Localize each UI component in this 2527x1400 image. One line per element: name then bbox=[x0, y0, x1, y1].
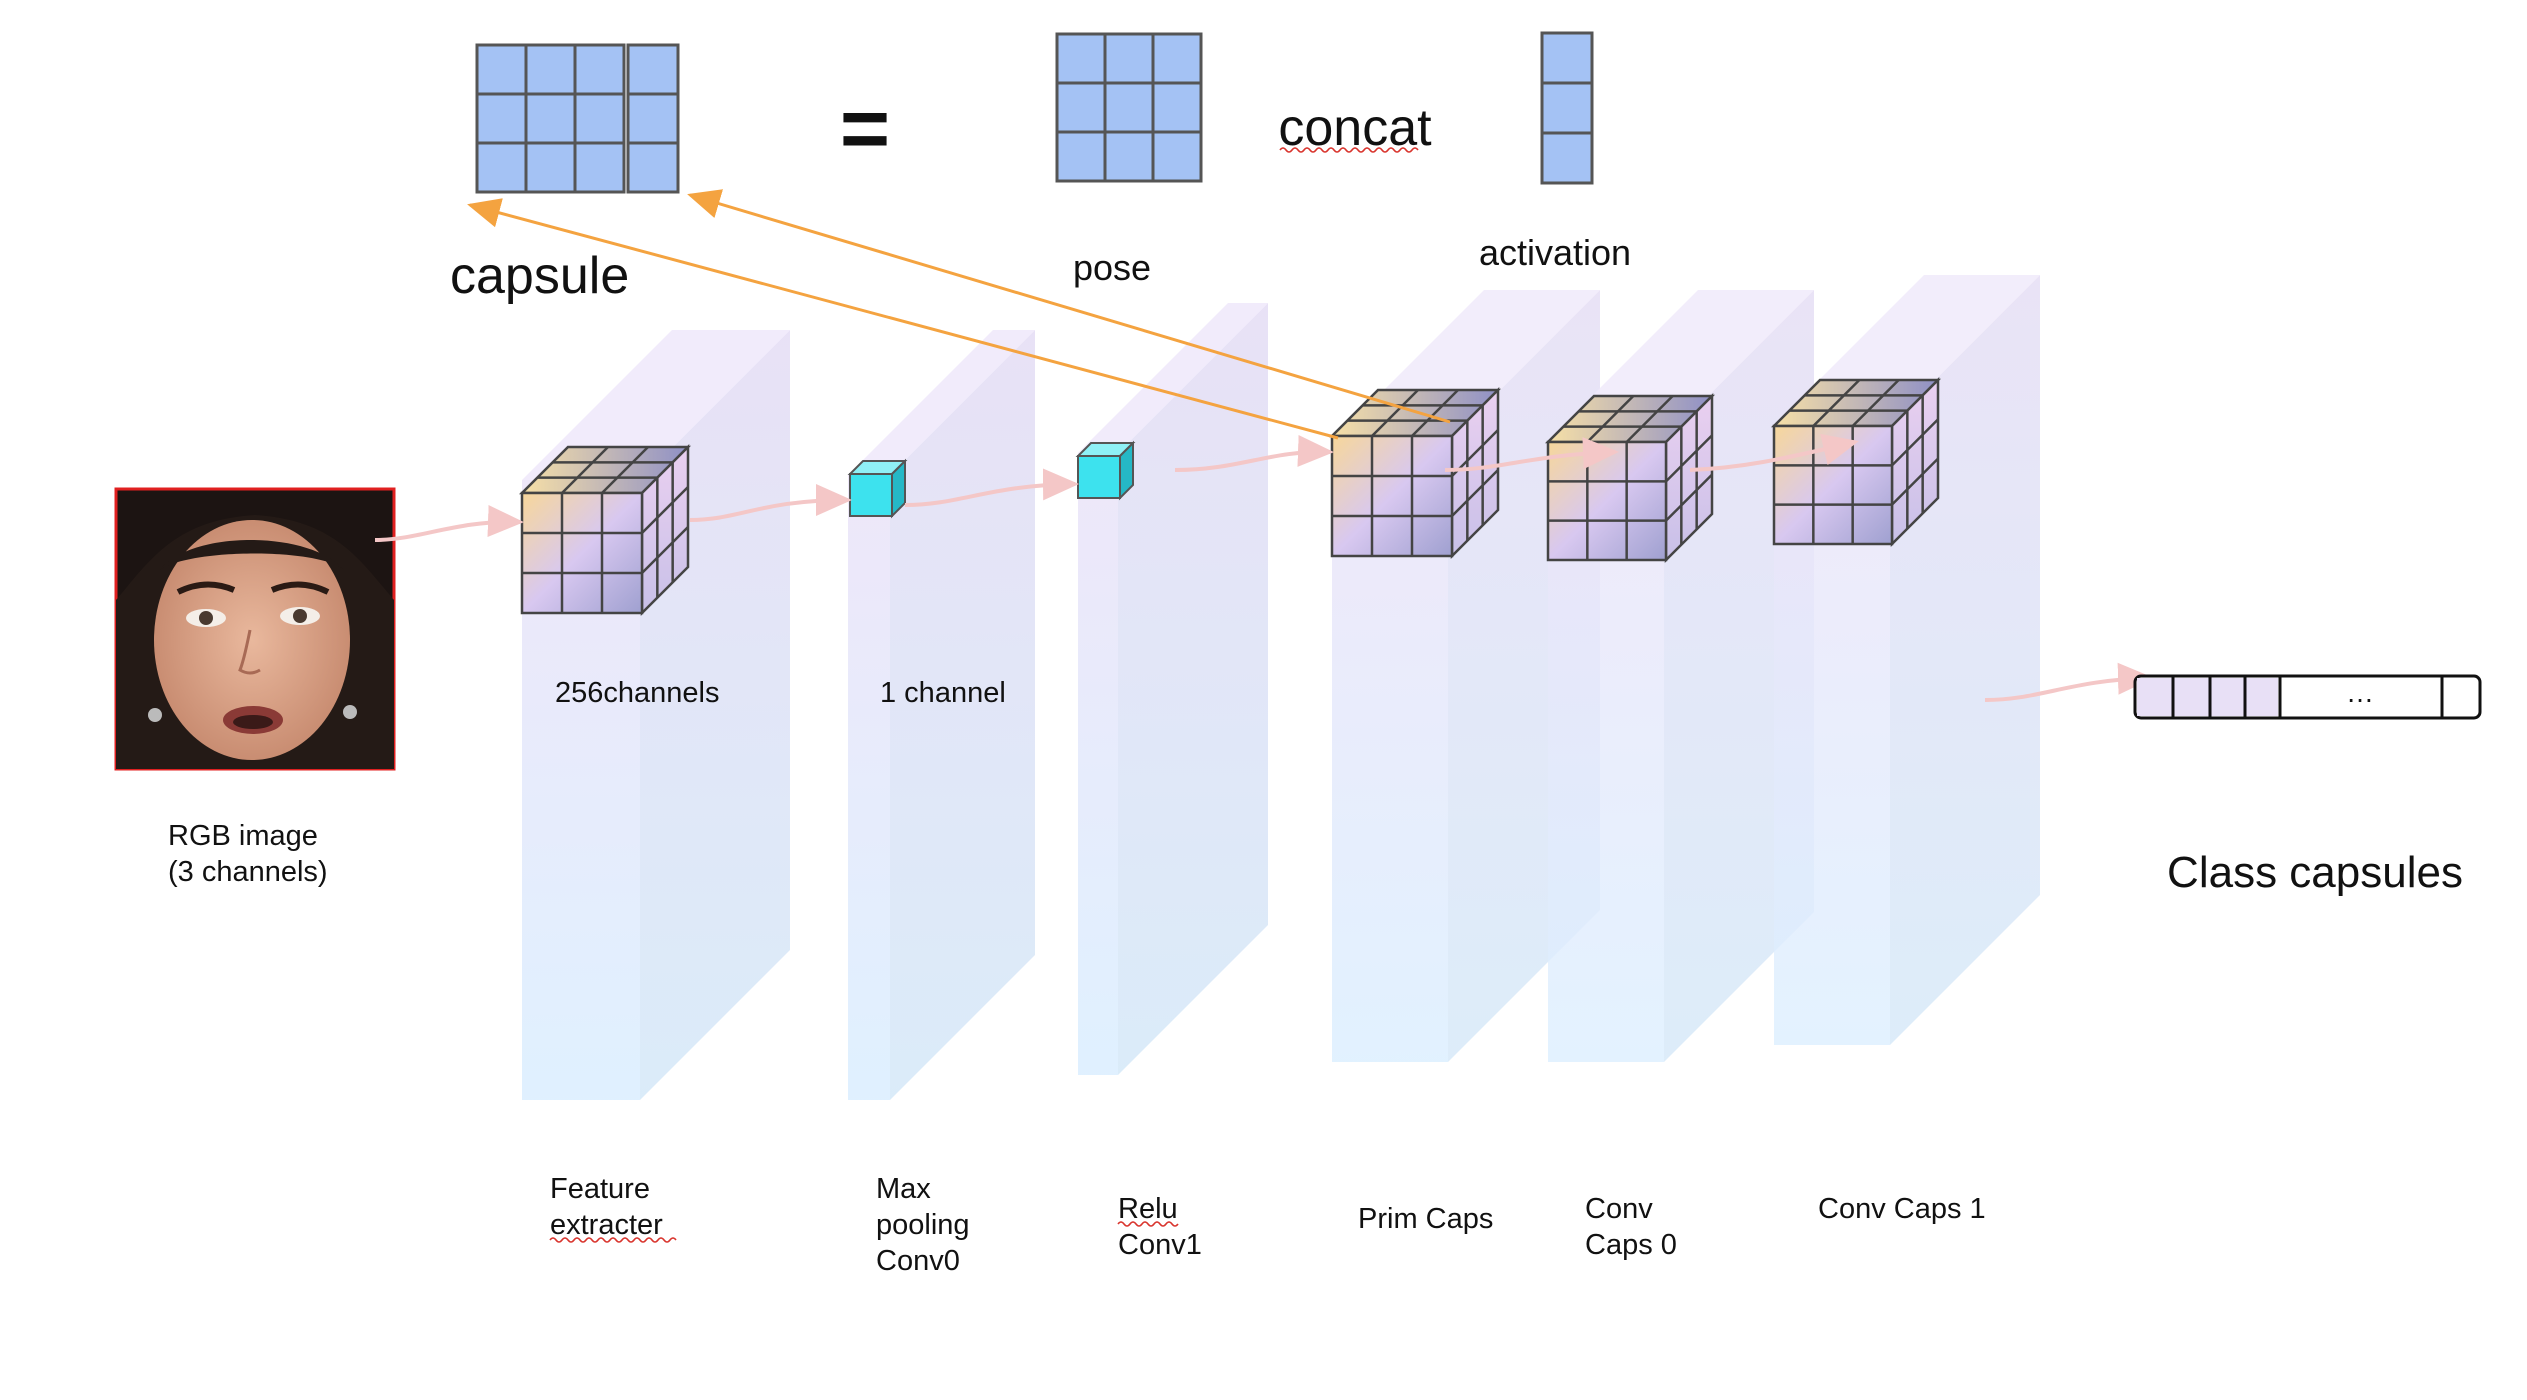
flow-arrow-input-to-feature bbox=[374, 505, 524, 542]
face-photo-icon bbox=[114, 487, 396, 771]
pose-label: pose bbox=[1073, 247, 1151, 288]
input-label-line1: RGB image bbox=[168, 820, 318, 852]
max-pooling-label-line3: Conv0 bbox=[876, 1245, 960, 1277]
cube-grid-line bbox=[1451, 469, 1499, 517]
cube-grid-line bbox=[1665, 473, 1713, 522]
prim-caps-label: Prim Caps bbox=[1358, 1203, 1493, 1235]
max-pooling-label-line1: Max bbox=[876, 1173, 931, 1205]
feature-extracter-label-line1: Feature bbox=[550, 1173, 650, 1205]
activation-cell bbox=[626, 141, 680, 194]
cube-front-face bbox=[1546, 440, 1668, 562]
cube-grid-line bbox=[1371, 389, 1419, 437]
pose-cell bbox=[1151, 81, 1203, 134]
pose-cell bbox=[524, 141, 577, 194]
class-capsules-label: Class capsules bbox=[2167, 848, 2463, 897]
cube-grid-line bbox=[1625, 395, 1674, 443]
capsule-activation-grid bbox=[626, 43, 680, 194]
maxpool-channels-label: 1 channel bbox=[880, 677, 1006, 709]
prim-caps-cube-3x3 bbox=[1328, 386, 1502, 560]
conv-caps0-label-line2: Caps 0 bbox=[1585, 1229, 1677, 1261]
feature-extracter-label-line2: extracter bbox=[550, 1209, 663, 1241]
flow-arrow-caps0-to-caps1 bbox=[1689, 433, 1859, 472]
activation-vector-grid bbox=[1540, 31, 1594, 185]
cube-front-face bbox=[1772, 424, 1894, 546]
cyan-cube-conv1 bbox=[1075, 440, 1136, 501]
spellcheck-underline bbox=[549, 1237, 677, 1243]
cube-grid-line bbox=[1891, 418, 1939, 467]
flow-arrow-conv1-to-primcaps bbox=[1174, 434, 1334, 472]
flow-arrow-maxpool-to-conv1 bbox=[904, 468, 1079, 507]
pose-cell bbox=[524, 43, 577, 96]
activation-label: activation bbox=[1479, 232, 1631, 273]
relu-conv1-slab bbox=[1078, 303, 1268, 1075]
pose-cell bbox=[1103, 32, 1155, 85]
conv-caps1-cube-3x3 bbox=[1770, 376, 1942, 548]
cube-grid-line bbox=[1586, 395, 1635, 443]
pose-cell bbox=[1151, 32, 1203, 85]
max-pooling-label-line2: pooling bbox=[876, 1209, 970, 1241]
pose-cell bbox=[1103, 130, 1155, 183]
conv-caps0-cube-3x3 bbox=[1544, 392, 1716, 564]
activation-cell bbox=[1540, 131, 1594, 185]
pose-cell bbox=[573, 92, 626, 145]
class-capsules-vector bbox=[2133, 674, 2482, 720]
conv-caps1-label: Conv Caps 1 bbox=[1818, 1193, 1986, 1225]
equals-sign: = bbox=[840, 81, 890, 177]
cube-front-face bbox=[520, 491, 644, 615]
pose-cell bbox=[475, 141, 528, 194]
pose-cell bbox=[475, 43, 528, 96]
flow-arrow-caps1-to-class bbox=[1984, 662, 2154, 702]
cyan-cube-maxpool bbox=[847, 458, 908, 519]
pose-cell bbox=[573, 43, 626, 96]
pose-cell bbox=[1103, 81, 1155, 134]
activation-cell bbox=[1540, 81, 1594, 135]
spellcheck-underline bbox=[1117, 1221, 1179, 1227]
input-label-line2: (3 channels) bbox=[168, 856, 328, 888]
callout-arrow-capsule bbox=[467, 198, 1339, 440]
pose-cell bbox=[1151, 130, 1203, 183]
pose-cell bbox=[475, 92, 528, 145]
cube-grid-line bbox=[1851, 379, 1900, 427]
feature-channels-label: 256channels bbox=[555, 677, 719, 709]
feature-cube-3x3 bbox=[518, 443, 692, 617]
cube-grid-line bbox=[1812, 379, 1861, 427]
cube-grid-line bbox=[561, 446, 609, 494]
cube-grid-line bbox=[1665, 434, 1713, 483]
feature-extracter-slab bbox=[522, 330, 790, 1100]
pose-matrix-grid bbox=[1055, 32, 1203, 183]
flow-arrow-primcaps-to-caps0 bbox=[1444, 437, 1619, 472]
cube-grid-line bbox=[641, 526, 689, 574]
capsule-pose-grid bbox=[475, 43, 626, 194]
class-capsules-ellipsis: … bbox=[2346, 677, 2374, 708]
relu-conv1-label-line2: Conv1 bbox=[1118, 1229, 1202, 1261]
conv-caps0-label-line1: Conv bbox=[1585, 1193, 1653, 1225]
callout-arrow-pose bbox=[687, 189, 1451, 424]
capsule-label: capsule bbox=[450, 247, 629, 305]
cube-grid-line bbox=[1411, 389, 1459, 437]
cube-grid-line bbox=[641, 486, 689, 534]
cube-grid-line bbox=[1891, 457, 1939, 506]
pose-cell bbox=[1055, 81, 1107, 134]
activation-cell bbox=[626, 43, 680, 96]
cube-grid-line bbox=[601, 446, 649, 494]
relu-conv1-label-line1: Relu bbox=[1118, 1193, 1178, 1225]
capsule-matrix bbox=[475, 43, 680, 194]
pose-cell bbox=[1055, 32, 1107, 85]
pose-cell bbox=[573, 141, 626, 194]
pose-cell bbox=[524, 92, 577, 145]
max-pooling-slab bbox=[848, 330, 1035, 1100]
activation-cell bbox=[1540, 31, 1594, 85]
spellcheck-underline bbox=[1279, 147, 1419, 153]
cube-front-face bbox=[1330, 434, 1454, 558]
activation-cell bbox=[626, 92, 680, 145]
flow-arrow-feature-to-maxpool bbox=[689, 484, 852, 522]
pose-cell bbox=[1055, 130, 1107, 183]
